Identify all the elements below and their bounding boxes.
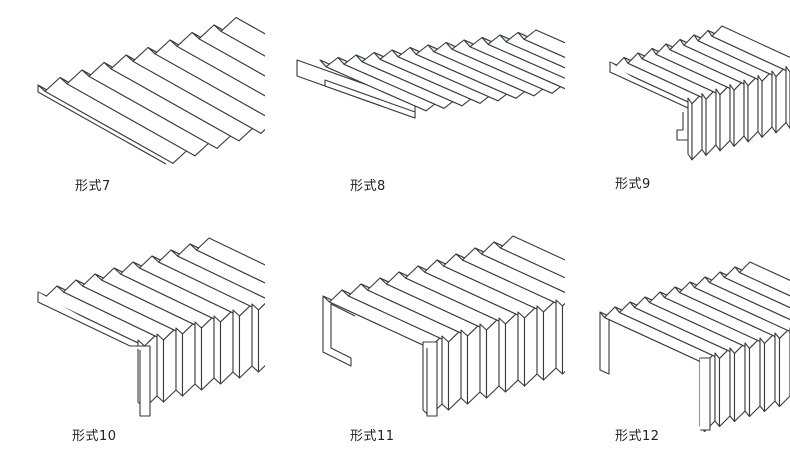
bellows-side-panel [447, 329, 462, 411]
figure-form-12: 形式12 [565, 230, 790, 469]
bellows-side-panel [715, 88, 721, 152]
caption-form-9: 形式9 [615, 177, 651, 192]
bellows-form-8-drawing [296, 29, 565, 119]
bellows-side-leg [37, 292, 151, 417]
bellows-side-panel [744, 342, 751, 418]
bellows-side-panel [701, 92, 707, 156]
bellows-end-edge [37, 85, 167, 165]
figure-form-10: 形式10 [0, 230, 265, 469]
bellows-side-panel [498, 317, 507, 393]
bellows-side-panel [747, 74, 759, 143]
bellows-side-panel [687, 97, 693, 161]
bellows-pleat-face [693, 276, 790, 333]
bellows-side-panel [691, 92, 703, 161]
bellows-side-panel [479, 323, 488, 399]
bellows-side-panel [257, 302, 265, 373]
bellows-side-panel [743, 79, 749, 143]
bellows-side-panel [232, 309, 241, 379]
bellows-leg-left [322, 296, 356, 367]
caption-form-8: 形式8 [350, 179, 386, 194]
bellows-pleat-face [198, 24, 265, 77]
bellows-form-10-drawing [37, 237, 265, 417]
bellows-side-panel [200, 315, 215, 391]
bellows-side-panel [718, 347, 731, 428]
bellows-side-panel [719, 83, 731, 152]
bellows-side-panel [705, 88, 717, 156]
bellows-side-panel [504, 311, 519, 393]
bellows-leg-right [700, 357, 711, 431]
bellows-side-panel [156, 333, 165, 403]
bellows-pleat-face [708, 271, 790, 321]
figure-form-9: 形式9 [565, 0, 790, 230]
bellows-side-panel [774, 332, 781, 408]
bellows-side-panel [759, 337, 766, 413]
bellows-side-panel [729, 347, 736, 423]
bellows-form-12-drawing [599, 261, 790, 433]
caption-form-7: 形式7 [75, 179, 111, 194]
bellows-pleat-face [738, 261, 790, 297]
bellows-hook [609, 62, 689, 141]
caption-form-11: 形式11 [350, 429, 395, 444]
bellows-side-panel [238, 303, 253, 379]
bellows-side-panel [778, 327, 790, 408]
bellows-pleat-face [220, 16, 265, 57]
bellows-side-panel [219, 309, 234, 385]
bellows-flange-lip [324, 79, 416, 119]
bellows-side-panel [194, 321, 203, 391]
bellows-side-panel [771, 70, 777, 134]
bellows-pleat-face [523, 29, 565, 58]
figure-form-7: 形式7 [0, 0, 265, 230]
bellows-pleat-face [678, 281, 790, 340]
bellows-side-panel [561, 302, 565, 375]
bellows-pleat-face [195, 237, 265, 284]
bellows-side-panel [175, 327, 184, 397]
bellows-side-panel [748, 337, 761, 418]
bellows-side-panel [485, 317, 500, 399]
caption-form-12: 形式12 [615, 429, 660, 444]
bellows-side-panel [536, 305, 545, 381]
bellows-side-panel [757, 74, 763, 138]
bellows-side-panel [763, 332, 776, 413]
caption-form-10: 形式10 [72, 429, 117, 444]
bellows-pleat-face [499, 235, 565, 279]
bellows-side-panel [714, 352, 721, 428]
bellows-side-panel [460, 329, 469, 405]
bellows-side-panel [733, 79, 745, 147]
bellows-side-panel [729, 83, 735, 147]
bellows-pleat-face [505, 31, 565, 69]
bellows-pleat-face [461, 247, 565, 307]
bellows-side-panel [555, 299, 564, 375]
bellows-pleat-face [469, 36, 565, 90]
bellows-side-panel [251, 303, 260, 373]
bellows-pleat-face [487, 34, 565, 79]
bellows-pleat-face [157, 249, 265, 311]
bellows-pleat-face [176, 31, 265, 97]
bellows-side-panel [181, 321, 196, 397]
bellows-side-panel [441, 335, 450, 411]
bellows-side-panel [785, 65, 790, 129]
figure-form-8: 形式8 [265, 0, 565, 230]
bellows-form-9-drawing [609, 25, 790, 161]
bellows-side-panel [517, 311, 526, 387]
bellows-side-panel [162, 327, 177, 403]
bellows-pleat-face [154, 39, 265, 117]
bellows-side-panel [761, 70, 773, 138]
bellows-side-panel [213, 315, 222, 385]
bellows-side-panel [733, 342, 746, 423]
bellows-pleat-face [480, 241, 565, 294]
bellows-side-panel [466, 323, 481, 405]
bellows-side-panel [542, 299, 557, 381]
bellows-side-panel [523, 305, 538, 387]
bellows-pleat-face [711, 25, 790, 73]
bellows-leg-right [423, 341, 438, 417]
bellows-pleat-face [132, 46, 265, 134]
bellows-pleat-face [723, 266, 790, 309]
bellows-side-panel [775, 65, 787, 134]
bellows-leg-left [599, 312, 610, 375]
figure-form-11: 形式11 [265, 230, 565, 469]
bellows-form-11-drawing [322, 235, 565, 417]
bellows-pleat-face [176, 243, 265, 299]
bellows-form-7-drawing [37, 16, 265, 165]
